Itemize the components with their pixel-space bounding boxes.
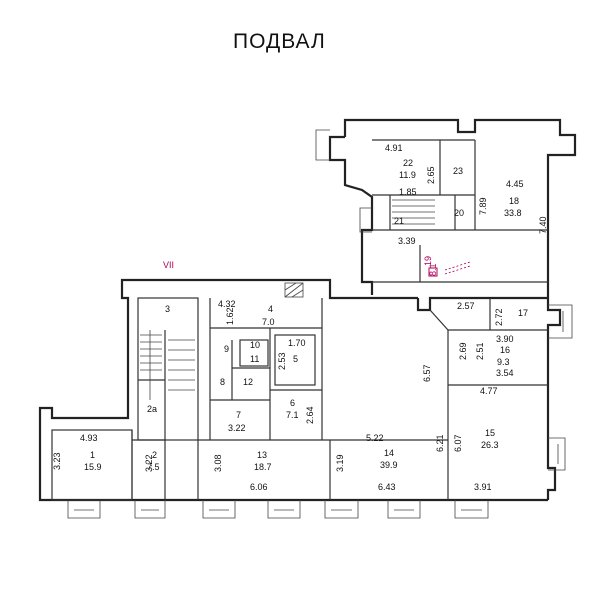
dim-label: 2.64 [305,406,315,424]
room-1-area: 15.9 [84,462,102,472]
dim-label: 3.22 [144,454,154,472]
dim-label: 2.69 [458,342,468,360]
dim-label: 4.45 [506,179,524,189]
room-18-number: 18 [509,196,519,206]
dim-label: 4.77 [480,386,498,396]
room-11-number: 11 [250,354,259,364]
room-10-number: 10 [250,340,260,350]
dim-label: 3.22 [228,423,246,433]
dim-label: 3.19 [335,454,345,472]
room-9-number: 9 [224,344,229,354]
room-6-area: 7.1 [286,410,299,420]
room-22-area: 11.9 [399,170,416,180]
dim-label: 1.62 [225,307,235,325]
stair-treads [140,199,435,400]
room-5-number: 5 [293,354,298,364]
room-16-number: 16 [500,345,510,355]
dim-label: 2.57 [457,301,475,311]
dim-label: 3.90 [496,334,514,344]
room-2-number: 2 [152,450,157,460]
room-7-number: 7 [236,410,241,420]
dim-label: 6.57 [422,364,432,382]
room-2-area: 7.5 [147,462,160,472]
room-4-number: 4 [268,304,273,314]
room-15-area: 26.3 [481,440,499,450]
room-15-number: 15 [485,428,495,438]
dim-label: 3.23 [52,452,62,470]
dim-label: 1.70 [288,338,306,348]
room-21-number: 21 [394,216,404,226]
dim-label: 3.39 [398,236,416,246]
room-3-number: 3 [165,304,170,314]
room-6-number: 6 [290,398,295,408]
room-8-number: 8 [220,377,225,387]
room-17-number: 17 [518,308,528,318]
dim-label: 2.72 [494,308,504,326]
dim-label: 6.07 [453,434,463,452]
room-22-number: 22 [403,158,413,168]
dimension-labels: 4.93 3.23 3.22 3.08 6.06 3.19 6.43 5.22 … [52,143,548,492]
room-14-number: 14 [384,448,394,458]
dim-label: 5.22 [366,433,384,443]
room-20-number: 20 [454,208,464,218]
room-19-number: 19 [423,256,433,266]
room-labels: 1 15.9 2 7.5 2a 3 4 7.0 5 6 7.1 7 8 9 10… [84,158,528,472]
dim-label: 6.06 [250,482,268,492]
dim-label: 7.40 [538,216,548,234]
dim-label: 7.89 [478,197,488,215]
dim-label: 6.43 [378,482,396,492]
dim-label: 6.21 [435,434,445,452]
room-16-area: 9.3 [497,357,510,367]
window-wells [67,129,573,519]
dim-label: 2.65 [426,166,436,184]
room-2a-number: 2a [147,404,157,414]
room-19-area: 8.1 [428,263,438,276]
interior-walls [51,139,548,501]
dim-label: 1.85 [399,187,417,197]
room-23-number: 23 [453,166,463,176]
plan-title: ПОДВАЛ [233,30,326,53]
section-mark: VII [163,260,174,270]
room-19-marker [428,261,471,277]
room-13-number: 13 [257,450,267,460]
dim-label: 4.91 [385,143,403,153]
room-14-area: 39.9 [380,460,398,470]
dim-label: 3.54 [496,368,514,378]
room-13-area: 18.7 [254,462,272,472]
room-18-area: 33.8 [504,208,522,218]
dim-label: 2.53 [277,352,287,370]
room-1-number: 1 [90,450,95,460]
room-12-number: 12 [243,377,253,387]
dim-label: 2.51 [475,342,485,360]
dim-label: 3.08 [213,454,223,472]
room-4-area: 7.0 [262,317,275,327]
dim-label: 3.91 [474,482,492,492]
dim-label: 4.93 [80,433,98,443]
dim-label: 4.32 [218,299,236,309]
